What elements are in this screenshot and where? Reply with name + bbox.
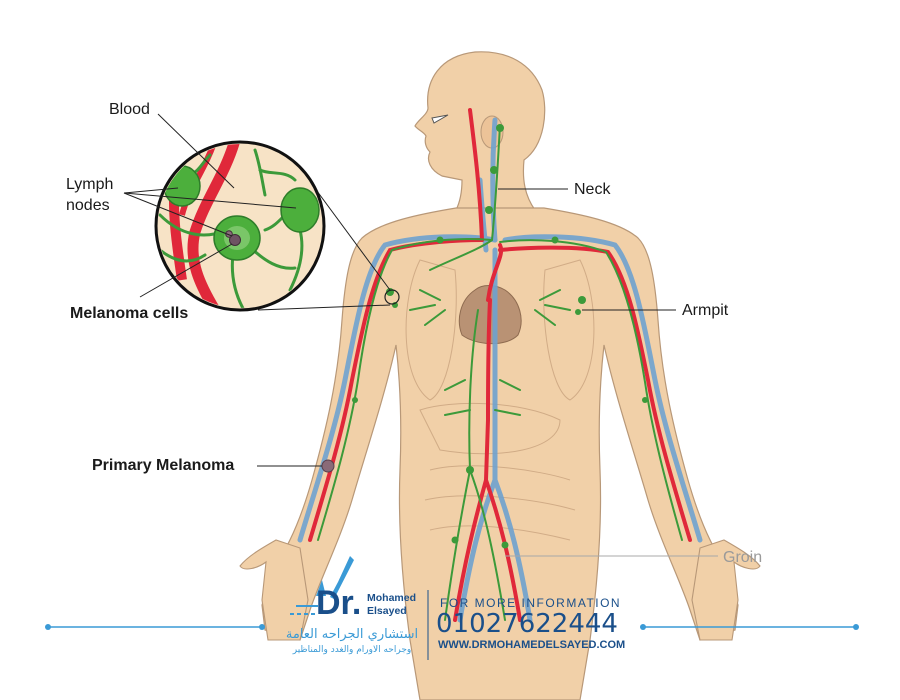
- brand-logo: Dr. Mohamed Elsayed استشاري الجراحه العا…: [286, 556, 418, 655]
- label-lymph-nodes-line1: Lymph: [66, 176, 113, 193]
- label-primary-melanoma: Primary Melanoma: [92, 457, 234, 474]
- zoom-inset-border: [154, 140, 326, 312]
- contact-website: WWW.DRMOHAMEDELSAYED.COM: [438, 639, 625, 651]
- contact-block: FOR MORE INFORMATION 01027622444 WWW.DRM…: [436, 596, 625, 651]
- leader-lines: [123, 113, 718, 557]
- scalpel-icon: [330, 556, 354, 599]
- footer-rule-left: [45, 624, 265, 630]
- body-figure: [239, 51, 761, 700]
- label-blood: Blood: [109, 101, 150, 118]
- lymph-nodes-body: [352, 124, 648, 549]
- label-melanoma-cells: Melanoma cells: [70, 305, 188, 322]
- zoom-source-marker: [384, 289, 400, 305]
- contact-heading: FOR MORE INFORMATION: [440, 596, 621, 610]
- logo-name-line1: Mohamed: [367, 592, 416, 604]
- left-hand: [239, 539, 309, 641]
- primary-melanoma-spot: [321, 459, 335, 473]
- logo-name-line2: Elsayed: [367, 605, 407, 617]
- label-lymph-nodes-line2: nodes: [66, 197, 110, 214]
- zoom-inset: [154, 140, 400, 312]
- label-groin: Groin: [723, 549, 762, 566]
- footer-rule-right: [640, 624, 859, 630]
- melanoma-cell-large: [229, 234, 241, 246]
- label-armpit: Armpit: [682, 302, 729, 319]
- label-neck: Neck: [574, 181, 611, 198]
- zoom-guide-lower: [257, 304, 391, 311]
- logo-dr-text: Dr.: [316, 584, 361, 622]
- logo-arabic-line2: وجراحه الاورام والغدد والمناظير: [292, 645, 412, 655]
- contact-phone: 01027622444: [436, 609, 618, 639]
- footer-branding: Dr. Mohamed Elsayed استشاري الجراحه العا…: [45, 556, 859, 660]
- logo-arabic-line1: استشاري الجراحه العامة: [286, 627, 418, 642]
- head: [414, 51, 546, 211]
- node-zoom-top: [163, 165, 201, 207]
- torso: [261, 207, 739, 700]
- organs: [405, 259, 595, 541]
- eye: [431, 114, 449, 124]
- node-zoom-right: [280, 187, 320, 233]
